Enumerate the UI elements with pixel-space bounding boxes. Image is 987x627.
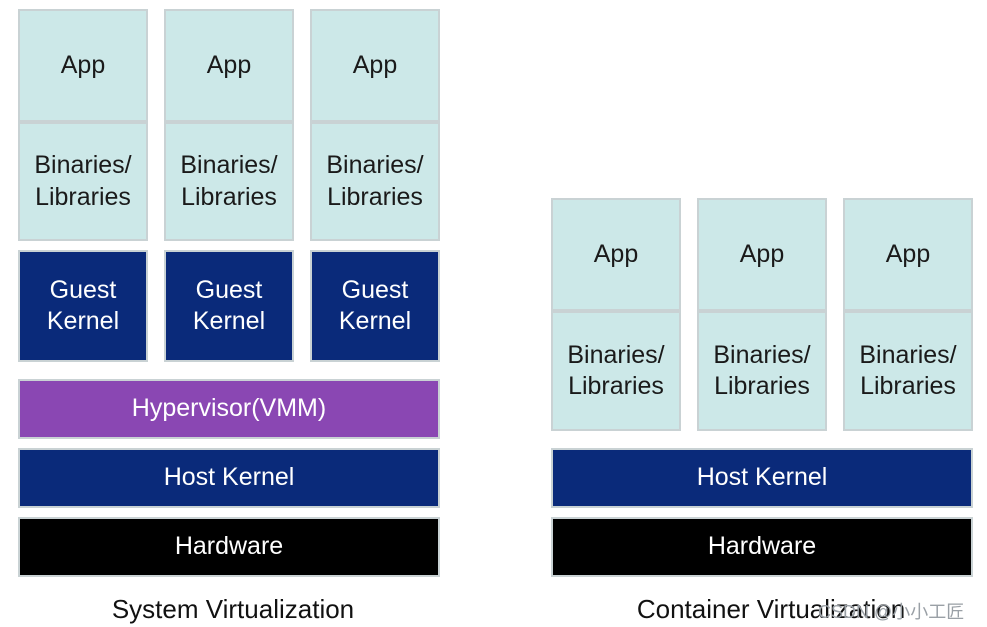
system-host-kernel-layer: Host Kernel	[18, 448, 440, 508]
container-hardware-layer: Hardware	[551, 517, 973, 577]
container-binaries-label-3: Binaries/ Libraries	[859, 340, 957, 400]
hypervisor-layer: Hypervisor(VMM)	[18, 379, 440, 439]
container-app-label-2: App	[739, 239, 785, 268]
hypervisor-label: Hypervisor(VMM)	[131, 394, 327, 423]
container-hardware-label: Hardware	[707, 532, 817, 561]
container-binaries-box-3: Binaries/ Libraries	[843, 311, 973, 431]
container-virtualization-caption: Container Virtualization	[636, 594, 906, 624]
container-binaries-label-1: Binaries/ Libraries	[567, 340, 665, 400]
system-guest-kernel-box-1: Guest Kernel	[18, 250, 148, 362]
container-host-kernel-label: Host Kernel	[696, 463, 828, 492]
system-binaries-box-1: Binaries/ Libraries	[18, 122, 148, 241]
system-binaries-label-1: Binaries/ Libraries	[34, 151, 132, 211]
container-app-box-3: App	[843, 198, 973, 311]
system-app-box-2: App	[164, 9, 294, 122]
system-binaries-label-3: Binaries/ Libraries	[326, 151, 424, 211]
container-app-box-1: App	[551, 198, 681, 311]
container-app-box-2: App	[697, 198, 827, 311]
system-binaries-box-3: Binaries/ Libraries	[310, 122, 440, 241]
system-guest-kernel-label-1: Guest Kernel	[46, 275, 120, 335]
system-guest-kernel-box-3: Guest Kernel	[310, 250, 440, 362]
system-host-kernel-label: Host Kernel	[163, 463, 295, 492]
csdn-watermark: CSDN @小小工匠	[818, 602, 965, 622]
system-binaries-box-2: Binaries/ Libraries	[164, 122, 294, 241]
container-app-label-3: App	[885, 239, 931, 268]
container-binaries-box-2: Binaries/ Libraries	[697, 311, 827, 431]
system-binaries-label-2: Binaries/ Libraries	[180, 151, 278, 211]
system-guest-kernel-label-2: Guest Kernel	[192, 275, 266, 335]
system-virtualization-caption: System Virtualization	[111, 594, 355, 624]
system-app-label-1: App	[60, 50, 106, 79]
container-binaries-label-2: Binaries/ Libraries	[713, 340, 811, 400]
container-host-kernel-layer: Host Kernel	[551, 448, 973, 508]
container-app-label-1: App	[593, 239, 639, 268]
system-app-box-3: App	[310, 9, 440, 122]
system-guest-kernel-label-3: Guest Kernel	[338, 275, 412, 335]
system-guest-kernel-box-2: Guest Kernel	[164, 250, 294, 362]
system-hardware-label: Hardware	[174, 532, 284, 561]
system-app-label-2: App	[206, 50, 252, 79]
system-app-box-1: App	[18, 9, 148, 122]
container-binaries-box-1: Binaries/ Libraries	[551, 311, 681, 431]
system-hardware-layer: Hardware	[18, 517, 440, 577]
system-app-label-3: App	[352, 50, 398, 79]
